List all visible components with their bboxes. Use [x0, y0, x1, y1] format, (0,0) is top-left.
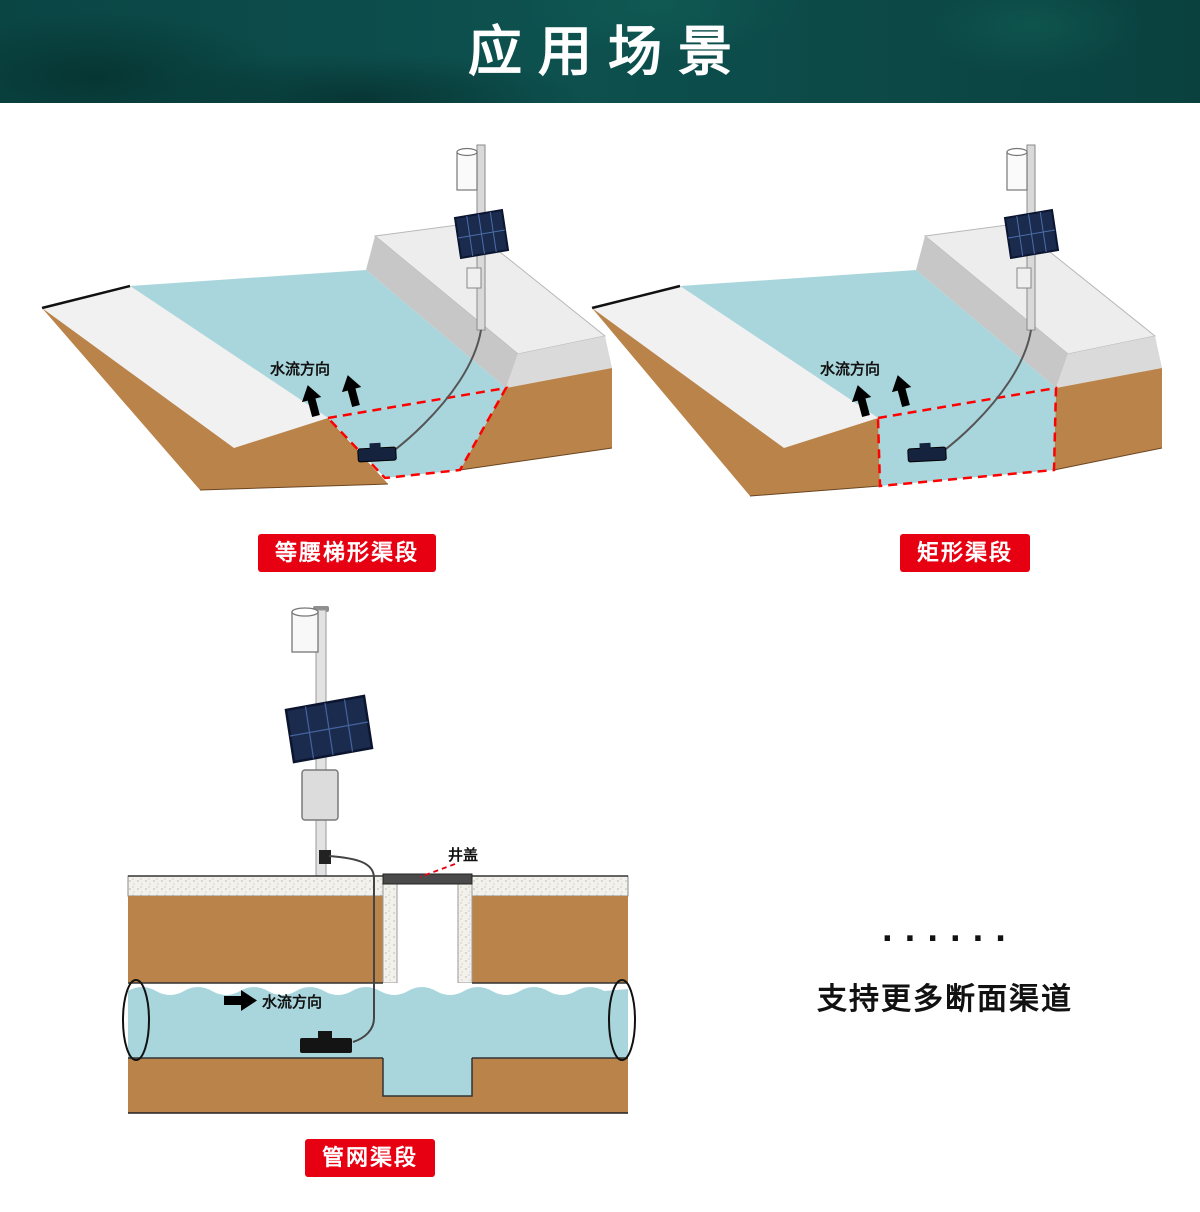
water-surface: [130, 270, 506, 418]
block-bottom-edge: [749, 447, 1163, 497]
embankment-front: [1056, 336, 1162, 388]
block-bottom-edge: [199, 447, 613, 491]
pipe-water: [128, 987, 628, 1058]
bed-sensor: [357, 442, 397, 463]
right-embankment: [366, 223, 612, 388]
sump-water: [383, 1058, 472, 1096]
manhole-shaft: [382, 883, 473, 984]
rain-gauge-cylinder: [1006, 151, 1028, 191]
flow-direction-label: 水流方向: [820, 360, 880, 378]
ground-slab: [127, 875, 629, 897]
junction-box: [1016, 267, 1032, 289]
soil-front-right: [1054, 368, 1162, 470]
monitoring-station: [907, 144, 1060, 463]
embankment-slope: [916, 236, 1068, 388]
junction-box: [466, 267, 482, 289]
manhole-label: 井盖: [448, 846, 478, 864]
pipe-network-illustration: 井盖 水流方向: [122, 606, 636, 1114]
cable-connector: [319, 850, 331, 864]
left-bank-surface: [592, 286, 878, 448]
flow-arrow-icon: [851, 385, 872, 418]
water-surface: [680, 270, 1056, 418]
pipe-section-label: 管网渠段: [305, 1139, 436, 1177]
sensor-cable: [328, 855, 375, 1043]
pipe-end-left: [122, 979, 150, 1061]
bank-edge-line: [591, 284, 681, 310]
embankment-slope: [366, 236, 518, 388]
monitoring-station: [357, 144, 510, 463]
solar-panel: [284, 694, 374, 764]
more-sections-text: 支持更多断面渠道: [817, 983, 1073, 1016]
soil-front-right: [460, 368, 612, 470]
left-bank: [41, 284, 328, 448]
flow-arrow-icon: [341, 375, 362, 408]
flow-arrow-icon: [891, 375, 912, 408]
solar-panel: [453, 208, 510, 260]
soil-upper-left: [128, 896, 383, 983]
flow-direction-label: 水流方向: [262, 993, 322, 1011]
left-bank-surface: [42, 286, 328, 448]
soil-front-left: [42, 308, 388, 490]
solar-panel: [1003, 208, 1060, 260]
pipe-bottom-edge: [128, 1057, 628, 1097]
flow-direction-label: 水流方向: [270, 360, 330, 378]
pipe-end-right: [608, 979, 636, 1061]
manhole-cover: [382, 873, 473, 885]
embankment-front: [506, 336, 612, 388]
rain-gauge-top: [456, 147, 478, 157]
rectangle-channel-illustration: 水流方向: [591, 144, 1163, 497]
right-embankment: [916, 223, 1162, 388]
soil-upper-right: [472, 896, 628, 983]
left-bank: [591, 284, 878, 448]
equipment-box: [301, 769, 339, 821]
ellipsis-dots: ······: [882, 918, 1018, 960]
rain-gauge-cylinder: [291, 611, 319, 653]
rain-gauge-cylinder: [456, 151, 478, 191]
trapezoid-section-label: 等腰梯形渠段: [258, 534, 437, 572]
sensor-cable: [941, 329, 1032, 453]
page-title: 应用场景: [468, 21, 748, 82]
rain-gauge-top: [1006, 147, 1028, 157]
more-sections-note: ······ 支持更多断面渠道: [780, 920, 1110, 1018]
pipe-bed-sensor: [300, 1031, 352, 1053]
soil-front-left: [592, 308, 880, 496]
header-banner: 应用场景: [0, 0, 1200, 103]
trapezoid-channel-illustration: 水流方向: [41, 144, 613, 491]
soil-lower: [128, 1058, 628, 1113]
rain-gauge-top: [291, 607, 319, 617]
flow-arrow-icon: [224, 990, 257, 1011]
bank-edge-line: [41, 284, 131, 310]
bed-sensor: [907, 442, 947, 463]
flow-arrow-icon: [301, 385, 322, 418]
manhole-pointer-line: [419, 863, 456, 878]
monitoring-station: [284, 606, 374, 887]
sensor-cable: [391, 329, 482, 453]
rectangle-section-label: 矩形渠段: [900, 534, 1031, 572]
